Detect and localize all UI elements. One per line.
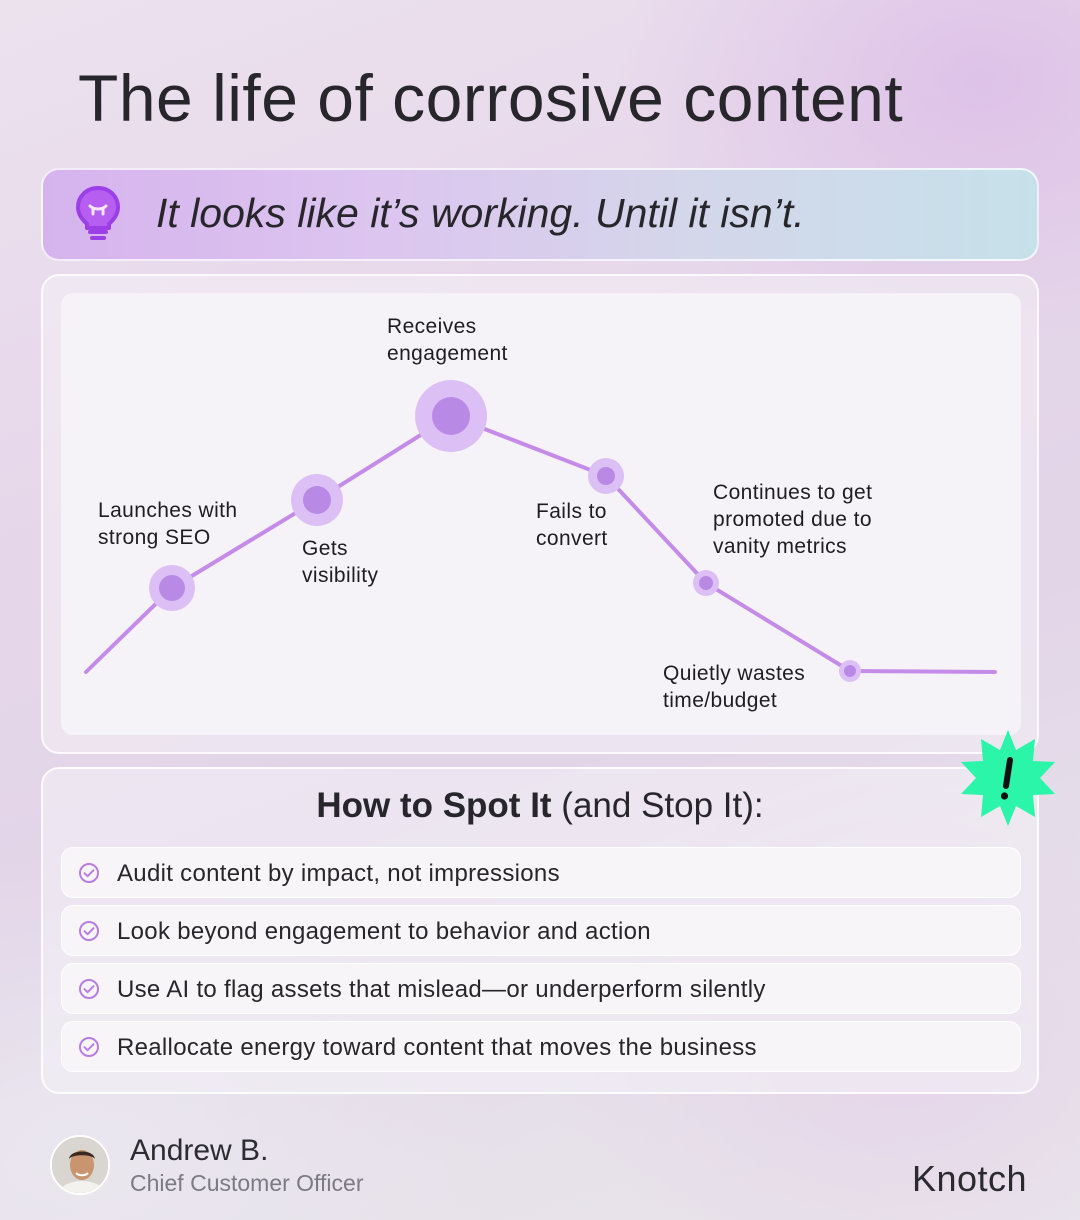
stage-label-convert: Fails to convert <box>536 500 608 550</box>
brand-logo: Knotch <box>912 1158 1028 1199</box>
person-icon <box>52 1137 108 1193</box>
stage-label-promoted: Continues to get promoted due to vanity … <box>713 481 873 558</box>
exclamation-burst-icon <box>961 730 1055 826</box>
tip-item: Audit content by impact, not impressions <box>61 847 1021 898</box>
page-title: The life of corrosive content <box>78 61 904 135</box>
tip-text: Look beyond engagement to behavior and a… <box>117 918 651 945</box>
check-circle-icon <box>79 979 99 999</box>
tip-text: Reallocate energy toward content that mo… <box>117 1034 757 1061</box>
lightbulb-icon <box>76 186 120 240</box>
tagline-banner <box>41 168 1039 261</box>
author-role: Chief Customer Officer <box>130 1170 364 1196</box>
check-circle-icon <box>79 1037 99 1057</box>
tip-item: Use AI to flag assets that mislead—or un… <box>61 963 1021 1014</box>
tip-text: Use AI to flag assets that mislead—or un… <box>117 976 766 1003</box>
tip-text: Audit content by impact, not impressions <box>117 860 560 887</box>
tips-heading: How to Spot It (and Stop It): <box>0 786 1080 826</box>
avatar <box>50 1135 110 1195</box>
stage-label-wastes: Quietly wastes time/budget <box>663 662 806 712</box>
check-circle-icon <box>79 921 99 941</box>
tip-item: Look beyond engagement to behavior and a… <box>61 905 1021 956</box>
tagline: It looks like it’s working. Until it isn… <box>156 190 805 236</box>
stage-label-engagement: Receives engagement <box>387 315 508 365</box>
stage-label-launch: Launches with strong SEO <box>98 499 238 549</box>
tips-heading-bold: How to Spot It <box>316 786 552 825</box>
tip-item: Reallocate energy toward content that mo… <box>61 1021 1021 1072</box>
tips-heading-rest: (and Stop It): <box>551 786 764 825</box>
check-circle-icon <box>79 863 99 883</box>
author-name: Andrew B. <box>130 1134 269 1167</box>
stage-label-visibility: Gets visibility <box>302 537 379 587</box>
